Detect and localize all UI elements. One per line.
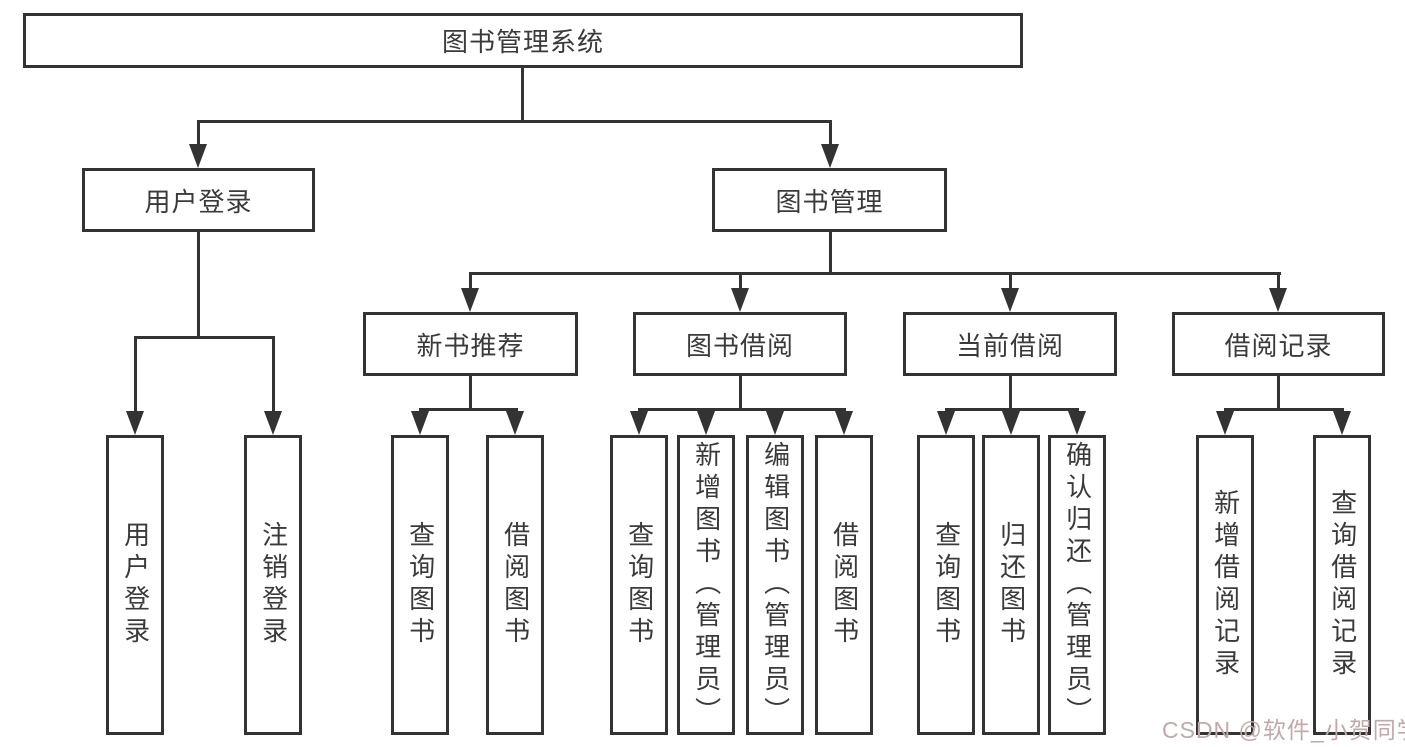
arrowhead-down-icon (264, 411, 282, 435)
leaf-return-books: 归还图书 (982, 435, 1040, 735)
connector-line (829, 232, 832, 275)
leaf-label: 查询图书 (624, 521, 655, 649)
arrowhead-down-icon (411, 411, 429, 435)
connector-line (197, 232, 200, 339)
leaf-query-books-current: 查询图书 (917, 435, 975, 735)
connector-line (469, 376, 472, 411)
connector-line (638, 408, 846, 411)
leaf-logout: 注销登录 (244, 435, 302, 735)
leaf-confirm-return-admin: 确认归还（管理员） (1048, 435, 1106, 735)
arrowhead-down-icon (126, 411, 144, 435)
node-new-book-recommendation: 新书推荐 (363, 312, 578, 376)
leaf-label: 新增借阅记录 (1210, 489, 1241, 681)
arrowhead-down-icon (189, 144, 207, 168)
connector-line (1224, 408, 1344, 411)
connector-line (197, 120, 832, 123)
leaf-label: 查询图书 (405, 521, 436, 649)
arrowhead-down-icon (766, 411, 784, 435)
arrowhead-down-icon (821, 144, 839, 168)
leaf-label: 新增图书（管理员） (691, 441, 722, 729)
csdn-watermark: CSDN @软件_小贺同学 (1162, 717, 1405, 743)
arrowhead-down-icon (937, 411, 955, 435)
node-root: 图书管理系统 (23, 13, 1023, 68)
connector-line (739, 376, 742, 411)
leaf-add-borrow-record: 新增借阅记录 (1196, 435, 1254, 735)
arrowhead-down-icon (506, 411, 524, 435)
leaf-add-books-admin: 新增图书（管理员） (677, 435, 735, 735)
connector-line (469, 272, 1281, 275)
connector-line (1009, 272, 1012, 292)
leaf-borrow-books: 借阅图书 (815, 435, 873, 735)
leaf-query-books-recommend: 查询图书 (391, 435, 449, 735)
connector-line (134, 336, 137, 416)
leaf-query-borrow-record: 查询借阅记录 (1313, 435, 1371, 735)
node-user-login: 用户登录 (82, 168, 315, 232)
leaf-user-login: 用户登录 (106, 435, 164, 735)
connector-line (197, 120, 200, 148)
arrowhead-down-icon (697, 411, 715, 435)
leaf-label: 借阅图书 (829, 521, 860, 649)
leaf-label: 借阅图书 (500, 521, 531, 649)
arrowhead-down-icon (1216, 411, 1234, 435)
connector-line (272, 336, 275, 416)
leaf-label: 归还图书 (996, 521, 1027, 649)
connector-line (1009, 376, 1012, 411)
connector-line (521, 68, 524, 123)
connector-line (739, 272, 742, 292)
node-current-borrowing: 当前借阅 (903, 312, 1117, 376)
leaf-label: 确认归还（管理员） (1062, 441, 1093, 729)
arrowhead-down-icon (630, 411, 648, 435)
connector-line (469, 272, 472, 292)
node-book-management: 图书管理 (712, 168, 947, 232)
leaf-borrow-books-recommend: 借阅图书 (486, 435, 544, 735)
arrowhead-down-icon (1068, 411, 1086, 435)
connector-line (1277, 376, 1280, 411)
node-book-borrowing: 图书借阅 (633, 312, 847, 376)
arrowhead-down-icon (461, 288, 479, 312)
leaf-query-books-borrowing: 查询图书 (610, 435, 668, 735)
connector-line (1277, 272, 1280, 292)
leaf-edit-books-admin: 编辑图书（管理员） (746, 435, 804, 735)
node-borrowing-records: 借阅记录 (1172, 312, 1385, 376)
leaf-label: 查询借阅记录 (1327, 489, 1358, 681)
arrowhead-down-icon (1333, 411, 1351, 435)
arrowhead-down-icon (835, 411, 853, 435)
arrowhead-down-icon (731, 288, 749, 312)
arrowhead-down-icon (1269, 288, 1287, 312)
connector-line (134, 336, 275, 339)
arrowhead-down-icon (1002, 411, 1020, 435)
leaf-label: 查询图书 (931, 521, 962, 649)
leaf-label: 用户登录 (120, 521, 151, 649)
leaf-label: 注销登录 (258, 521, 289, 649)
leaf-label: 编辑图书（管理员） (760, 441, 791, 729)
connector-line (419, 408, 518, 411)
connector-line (829, 120, 832, 148)
arrowhead-down-icon (1001, 288, 1019, 312)
